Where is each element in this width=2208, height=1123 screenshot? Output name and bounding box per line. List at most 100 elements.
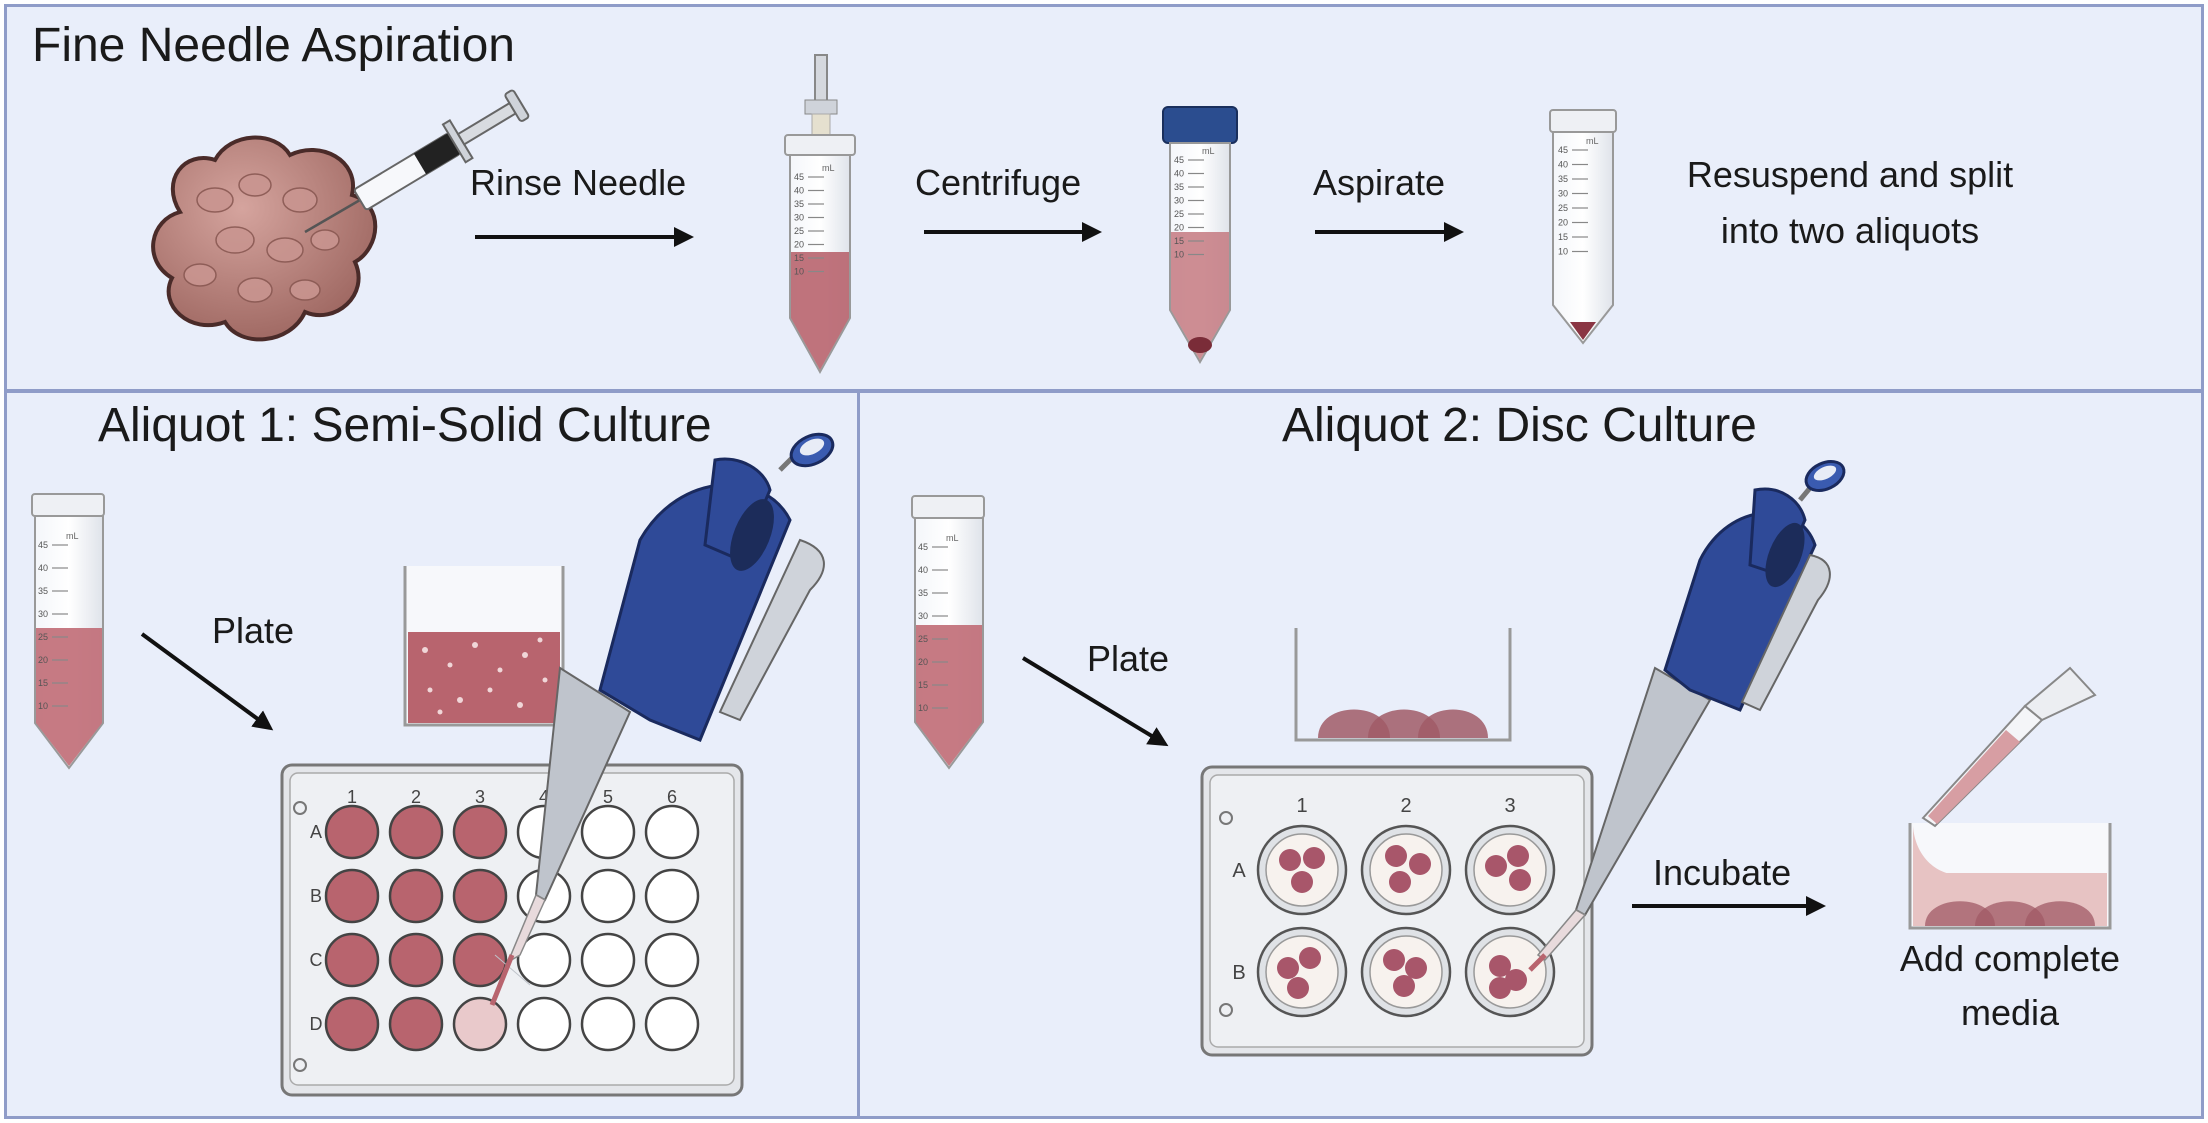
plate1-well <box>580 932 636 988</box>
step-label-rinse: Rinse Needle <box>470 162 687 203</box>
cell-disc <box>1405 957 1427 979</box>
svg-text:25: 25 <box>38 632 48 642</box>
svg-text:20: 20 <box>1558 218 1568 228</box>
semisolid-beaker-icon <box>403 566 565 727</box>
cell-disc <box>1279 849 1301 871</box>
plate1-well <box>324 804 380 860</box>
incubate-label: Incubate <box>1653 852 1792 893</box>
plate1-well <box>580 804 636 860</box>
cell-disc <box>1393 975 1415 997</box>
svg-text:30: 30 <box>1558 189 1568 199</box>
plate1-well <box>452 804 508 860</box>
add-media-label-line1: Add complete <box>1899 938 2121 979</box>
svg-text:35: 35 <box>794 199 804 209</box>
plate1-well <box>580 996 636 1052</box>
disc-beaker-icon <box>1294 628 1512 742</box>
plate1-row-label: B <box>310 886 322 906</box>
plate2-row-label: A <box>1232 860 1246 882</box>
plate1-well <box>324 932 380 988</box>
svg-text:45: 45 <box>1174 155 1184 165</box>
top-panel-title: Fine Needle Aspiration <box>32 19 515 72</box>
plate1-well <box>452 932 508 988</box>
cell-disc <box>1489 977 1511 999</box>
aliquot1-title: Aliquot 1: Semi-Solid Culture <box>98 399 712 452</box>
cell-disc <box>1383 949 1405 971</box>
aliquot1-tube-icon <box>31 493 105 770</box>
plate1-column-label: 3 <box>475 787 485 807</box>
step-label-centrifuge: Centrifuge <box>915 162 1082 203</box>
svg-text:30: 30 <box>38 609 48 619</box>
aliquot2-title: Aliquot 2: Disc Culture <box>1282 399 1757 452</box>
svg-text:10: 10 <box>1174 250 1184 260</box>
svg-text:mL: mL <box>1202 146 1215 156</box>
plate1-column-label: 1 <box>347 787 357 807</box>
cell-disc <box>1489 955 1511 977</box>
plate1-well <box>516 996 572 1052</box>
plate1-well <box>324 996 380 1052</box>
svg-text:10: 10 <box>794 267 804 277</box>
plate1-well <box>388 932 444 988</box>
svg-text:15: 15 <box>38 678 48 688</box>
svg-text:35: 35 <box>1558 174 1568 184</box>
plate1-well <box>324 868 380 924</box>
plate1-well <box>388 804 444 860</box>
cell-disc <box>1507 845 1529 867</box>
svg-text:35: 35 <box>918 588 928 598</box>
step-label-resuspend-line2: into two aliquots <box>1720 210 1980 251</box>
svg-text:15: 15 <box>794 253 804 263</box>
svg-text:30: 30 <box>1174 196 1184 206</box>
svg-text:40: 40 <box>38 563 48 573</box>
svg-text:40: 40 <box>1174 169 1184 179</box>
arrow-plate-1 <box>140 632 274 731</box>
svg-text:45: 45 <box>1558 145 1568 155</box>
svg-text:20: 20 <box>918 657 928 667</box>
svg-text:20: 20 <box>38 655 48 665</box>
svg-text:25: 25 <box>918 634 928 644</box>
svg-text:35: 35 <box>1174 182 1184 192</box>
plate1-well <box>644 932 700 988</box>
plate1-well <box>516 932 572 988</box>
cell-disc <box>1287 977 1309 999</box>
svg-text:mL: mL <box>946 533 959 543</box>
tube-with-needle-icon <box>784 54 856 375</box>
syringe-icon <box>304 89 530 234</box>
svg-text:25: 25 <box>1174 209 1184 219</box>
plate2-column-label: 2 <box>1400 795 1411 817</box>
plate1-well <box>388 868 444 924</box>
plate1-row-label: C <box>310 950 323 970</box>
plate2-column-label: 3 <box>1504 795 1515 817</box>
cell-disc <box>1299 947 1321 969</box>
plate1-row-label: A <box>310 822 322 842</box>
svg-text:45: 45 <box>38 540 48 550</box>
svg-text:45: 45 <box>794 172 804 182</box>
plate1-well <box>644 804 700 860</box>
media-container-icon <box>1908 666 2112 930</box>
svg-text:20: 20 <box>794 240 804 250</box>
svg-text:25: 25 <box>1558 203 1568 213</box>
tube-capped-icon <box>1162 106 1238 365</box>
svg-text:45: 45 <box>918 542 928 552</box>
plate1-well <box>580 868 636 924</box>
svg-text:20: 20 <box>1174 223 1184 233</box>
plate1-well <box>388 996 444 1052</box>
plate1-row-label: D <box>310 1014 323 1034</box>
tissue-sample-icon <box>151 135 378 342</box>
cell-disc <box>1389 871 1411 893</box>
svg-text:30: 30 <box>918 611 928 621</box>
svg-text:10: 10 <box>1558 247 1568 257</box>
pipette-icon <box>489 432 835 1006</box>
svg-text:15: 15 <box>1174 236 1184 246</box>
svg-text:10: 10 <box>38 701 48 711</box>
svg-text:40: 40 <box>918 565 928 575</box>
aliquot1-plate-label: Plate <box>212 610 295 651</box>
cell-disc <box>1409 853 1431 875</box>
cell-disc <box>1385 845 1407 867</box>
svg-text:35: 35 <box>38 586 48 596</box>
svg-text:10: 10 <box>918 703 928 713</box>
svg-text:30: 30 <box>794 213 804 223</box>
